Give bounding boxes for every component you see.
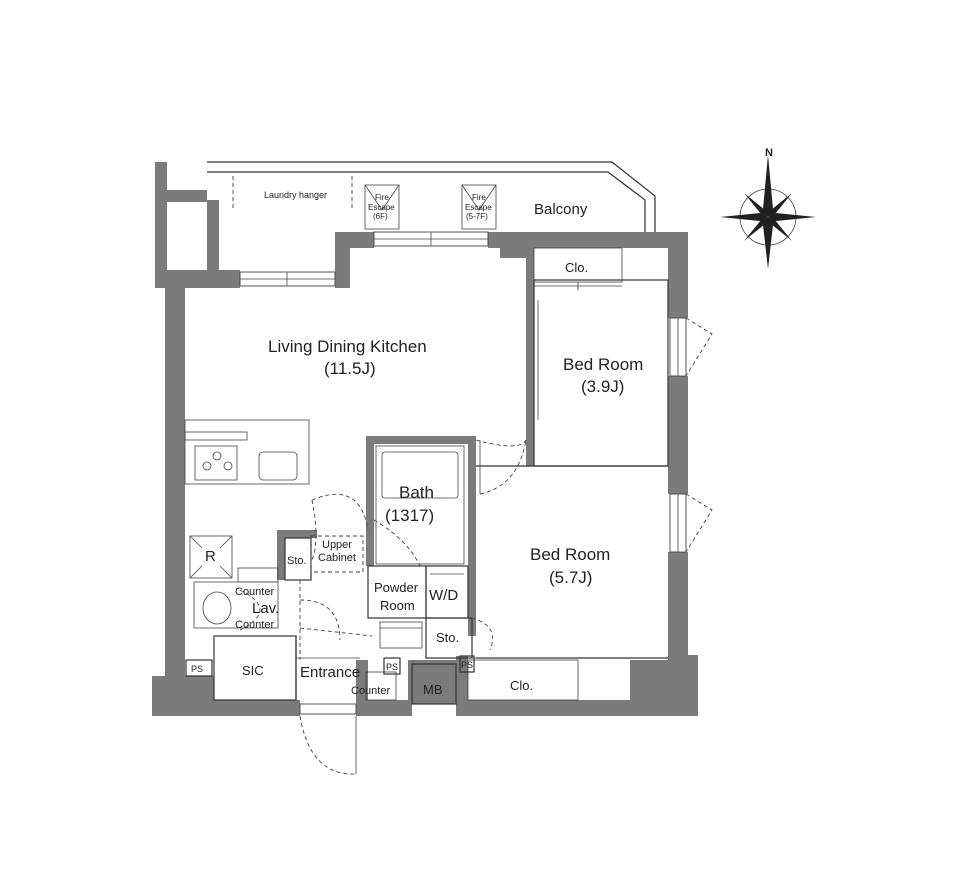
upper-cabinet-line2: Cabinet [318, 552, 356, 564]
stove [202, 451, 233, 471]
storage-right-label: Sto. [436, 630, 459, 645]
ps-label-1: PS [191, 664, 203, 674]
fire-escape-2-line2: Escape [465, 203, 492, 212]
fridge-label: R [205, 548, 216, 565]
compass-north-label: N [765, 147, 773, 159]
lav-label: Lav. [252, 600, 279, 617]
bath-name: Bath [399, 483, 434, 502]
mb-label: MB [423, 682, 443, 697]
bedroom-2-name: Bed Room [530, 545, 610, 564]
interior-lines [184, 176, 713, 775]
wd-label: W/D [429, 587, 458, 604]
walls [152, 161, 698, 716]
closet-top-label: Clo. [565, 260, 588, 275]
bedroom-1-name: Bed Room [563, 355, 643, 374]
closet-bottom-label: Clo. [510, 678, 533, 693]
powder-room-line2: Room [380, 598, 415, 613]
storage-left-label: Sto. [287, 555, 307, 567]
ldk-name: Living Dining Kitchen [268, 337, 427, 356]
counter-label-1: Counter [235, 586, 274, 598]
bedroom-1-size: (3.9J) [581, 377, 624, 396]
fire-escape-2-line1: Fire [472, 193, 486, 202]
bedroom-2-size: (5.7J) [549, 568, 592, 587]
ps-label-2: PS [386, 662, 398, 672]
ldk-size: (11.5J) [324, 359, 376, 378]
balcony-label: Balcony [534, 201, 588, 218]
laundry-hanger-label: Laundry hanger [264, 190, 327, 200]
labels: Balcony Laundry hanger Fire Escape (6F) … [191, 190, 643, 697]
bath-size: (1317) [385, 506, 434, 525]
powder-room-line1: Powder [374, 580, 419, 595]
entrance-label: Entrance [300, 664, 360, 681]
fire-escape-2-line3: (5-7F) [466, 212, 488, 221]
fire-escape-1-line3: (6F) [373, 212, 388, 221]
ps-label-3: PS [461, 660, 473, 670]
upper-cabinet-line1: Upper [322, 539, 352, 551]
fire-escape-1-line1: Fire [375, 193, 389, 202]
fire-escape-1-line2: Escape [368, 203, 395, 212]
compass-rose-icon [720, 155, 816, 269]
counter-label-2: Counter [235, 619, 274, 631]
counter-label-3: Counter [351, 685, 390, 697]
sic-label: SIC [242, 663, 264, 678]
